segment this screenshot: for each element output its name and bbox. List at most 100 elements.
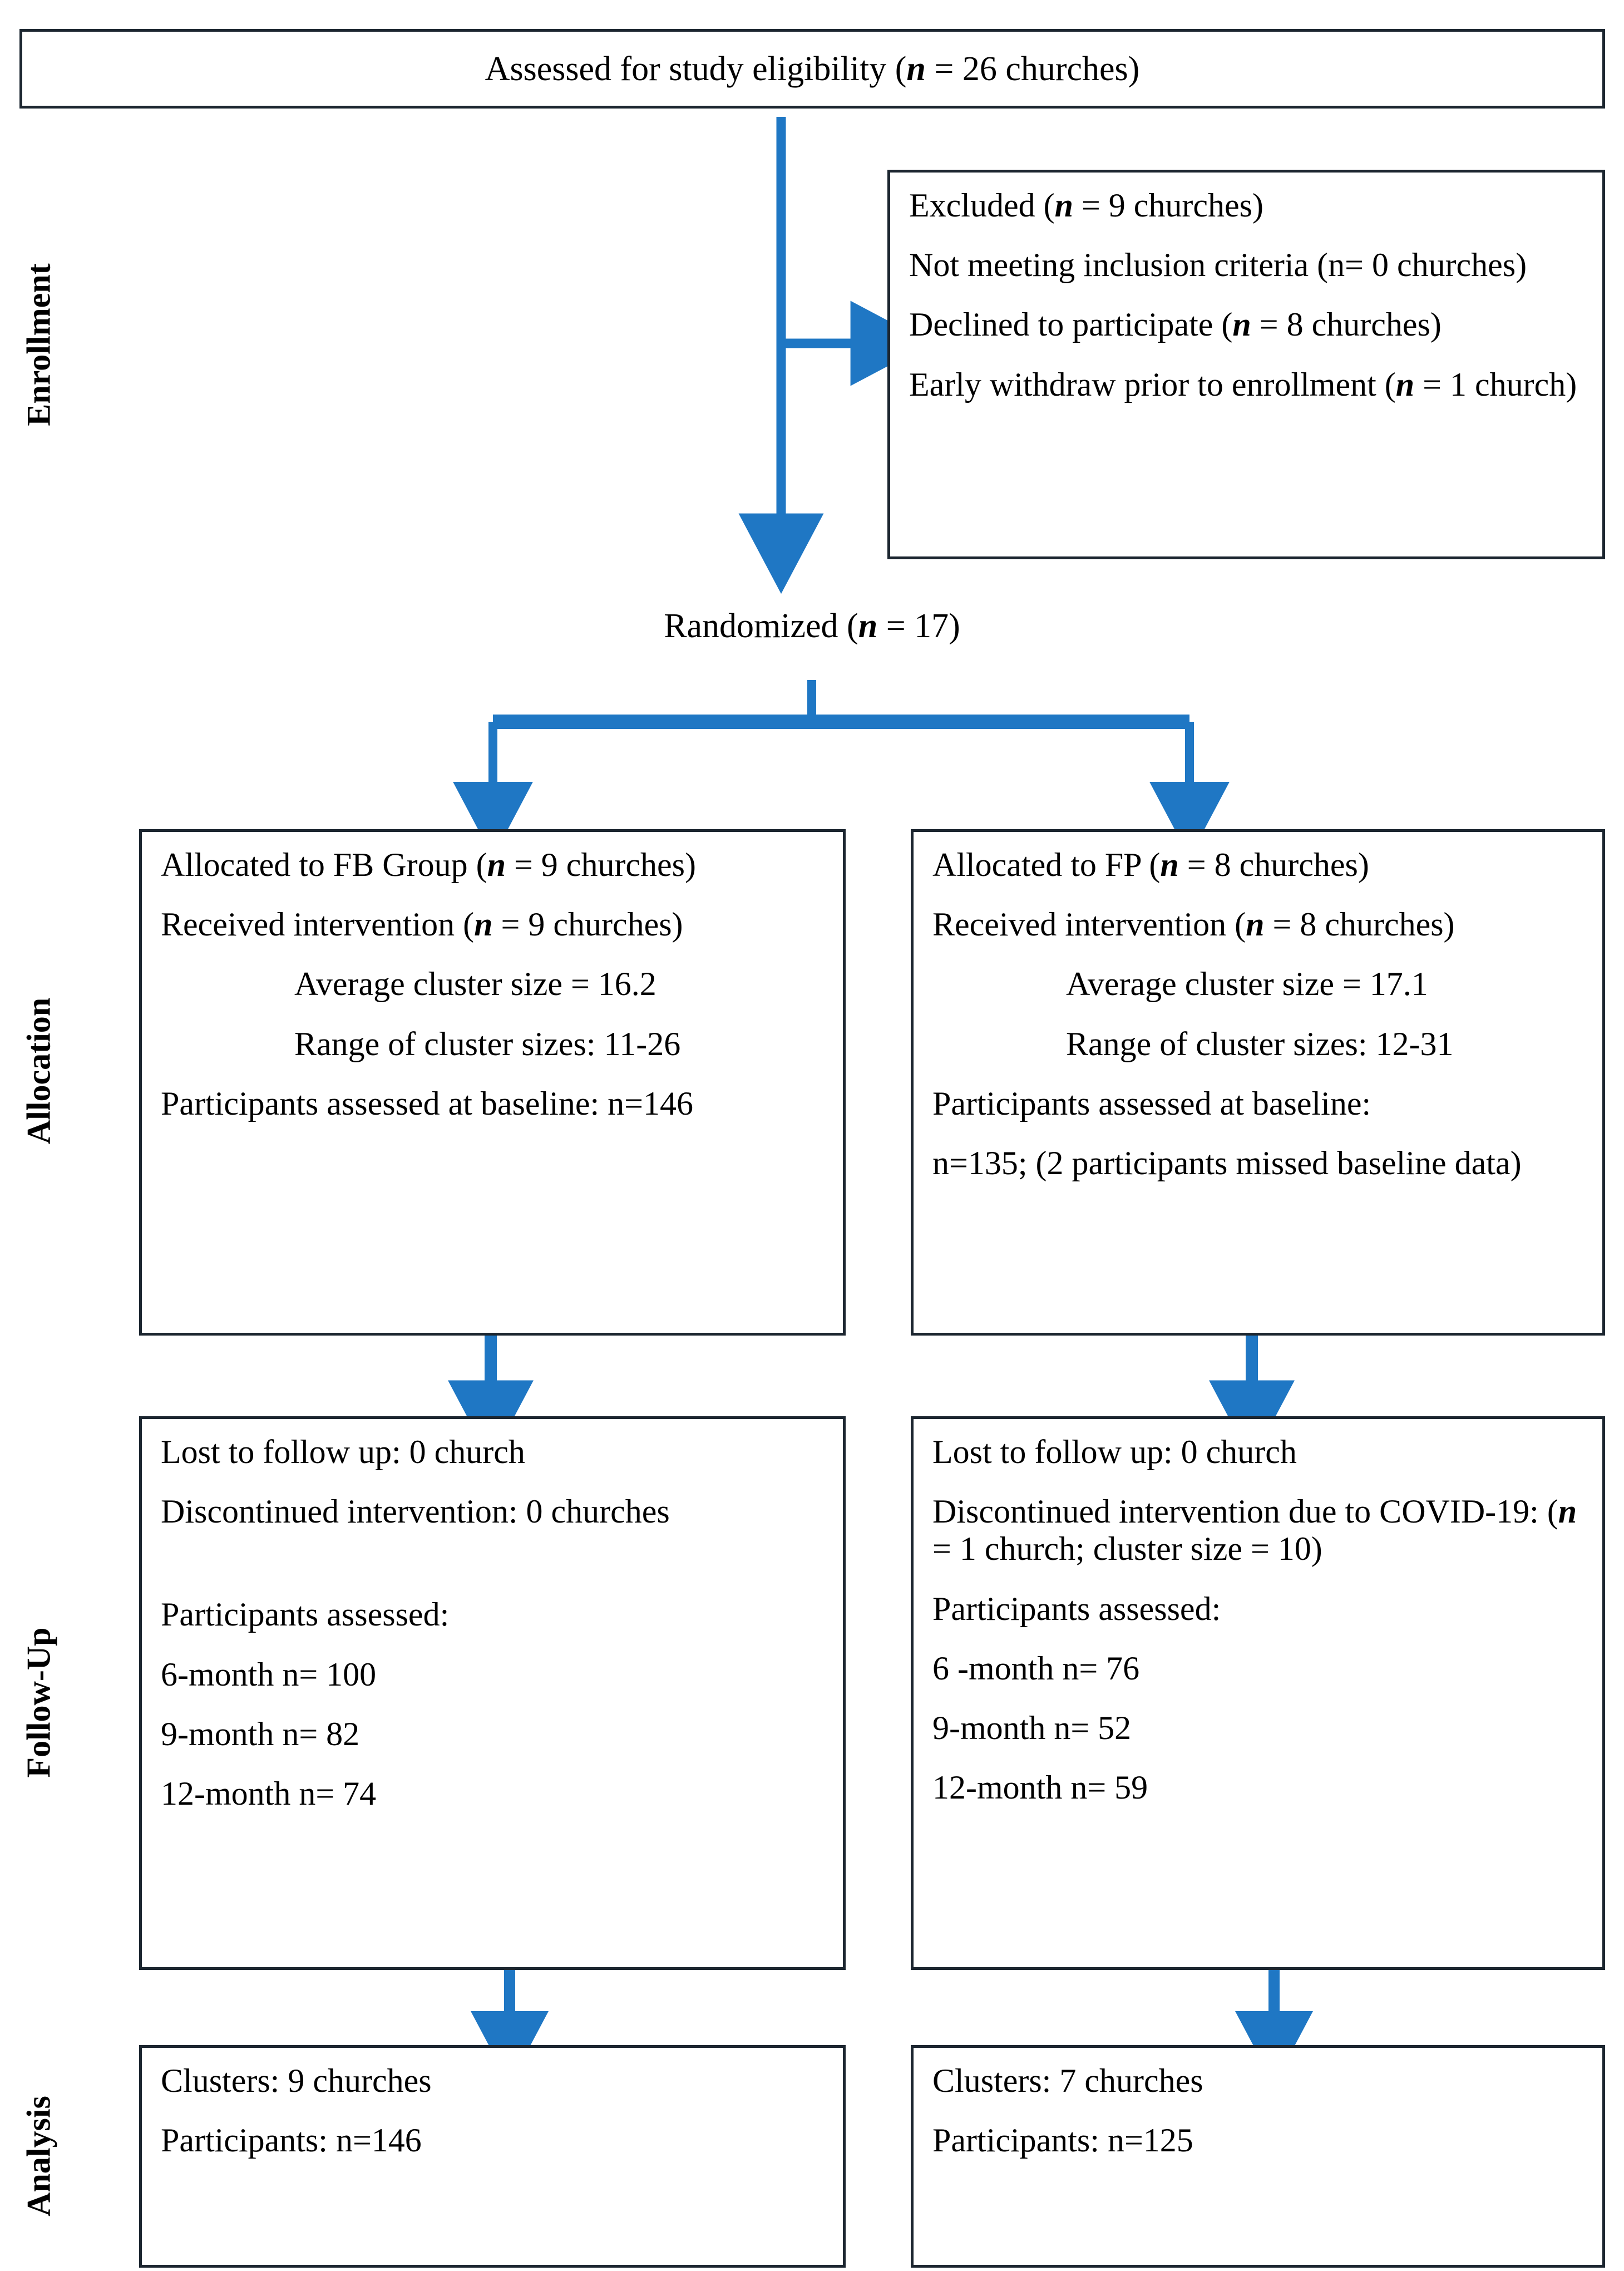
stage-label-followup: Follow-Up: [20, 1627, 57, 1778]
followup-left-line-3: 6-month n= 100: [161, 1656, 824, 1693]
assessed-eligibility-text: Assessed for study eligibility (n = 26 c…: [41, 46, 1583, 86]
randomized-label: Randomized (n = 17): [0, 607, 1624, 646]
excluded-line-2-text-b: = 8 churches): [1251, 306, 1442, 343]
followup-right-line-2-text-a: Participants assessed:: [932, 1590, 1221, 1627]
randomized-n: n: [858, 607, 878, 645]
excluded-line-0-text-b: = 9 churches): [1073, 187, 1263, 224]
excluded-line-3-text-b: = 1 church): [1414, 366, 1577, 403]
analysis-left-line-0: Clusters: 9 churches: [161, 2062, 824, 2100]
followup-right-line-5: 12-month n= 59: [932, 1769, 1583, 1806]
followup-right-line-0-text-a: Lost to follow up: 0 church: [932, 1433, 1297, 1470]
allocation-right-line-3-text-a: Range of cluster sizes: 12-31: [1066, 1025, 1454, 1062]
excluded-line-0-text-a: Excluded (: [909, 187, 1055, 224]
excluded-line-3: Early withdraw prior to enrollment (n = …: [909, 366, 1583, 403]
followup-right-line-1-text-b: = 1 church; cluster size = 10): [932, 1493, 1586, 1568]
followup-right-line-2: Participants assessed:: [932, 1590, 1583, 1628]
allocation-right-line-4-text-a: Participants assessed at baseline:: [932, 1085, 1371, 1122]
excluded-line-2-n: n: [1232, 306, 1251, 343]
allocation-right-line-2: Average cluster size = 17.1: [932, 965, 1583, 1003]
allocation-left-line-1-text-b: = 9 churches): [492, 906, 683, 943]
allocation-left-line-1-n: n: [474, 906, 493, 943]
followup-left-line-4-text-a: 9-month n= 82: [161, 1715, 360, 1752]
excluded-line-1-text-a: Not meeting inclusion criteria (n= 0 chu…: [909, 247, 1527, 284]
followup-right-line-3: 6 -month n= 76: [932, 1650, 1583, 1687]
assessed-eligibility-n: n: [906, 50, 926, 88]
allocation-right-line-0: Allocated to FP (n = 8 churches): [932, 846, 1583, 884]
analysis-left-line-0-text-a: Clusters: 9 churches: [161, 2062, 432, 2099]
randomized-text-a: Randomized (: [664, 607, 858, 645]
allocation-right-line-1-text-a: Received intervention (: [932, 906, 1246, 943]
followup-left-line-1-text-a: Discontinued intervention: 0 churches: [161, 1493, 670, 1530]
followup-left-line-3-text-a: 6-month n= 100: [161, 1656, 377, 1693]
excluded-line-2-text-a: Declined to participate (: [909, 306, 1233, 343]
followup-left-line-1: Discontinued intervention: 0 churches: [161, 1493, 824, 1530]
allocation-right-line-0-text-a: Allocated to FP (: [932, 846, 1161, 883]
followup-left-line-5-text-a: 12-month n= 74: [161, 1775, 377, 1812]
allocation-right-line-1: Received intervention (n = 8 churches): [932, 906, 1583, 943]
analysis-left-line-1: Participants: n=146: [161, 2122, 824, 2159]
assessed-eligibility-text-b: = 26 churches): [925, 50, 1140, 88]
allocation-left-line-1-text-a: Received intervention (: [161, 906, 475, 943]
followup-right-line-4-text-a: 9-month n= 52: [932, 1709, 1132, 1746]
allocation-right-line-4: Participants assessed at baseline:: [932, 1085, 1583, 1122]
followup-right-line-5-text-a: 12-month n= 59: [932, 1769, 1148, 1806]
allocation-right-line-0-n: n: [1160, 846, 1179, 883]
allocation-left-line-1: Received intervention (n = 9 churches): [161, 906, 824, 943]
allocation-left-line-2: Average cluster size = 16.2: [161, 965, 824, 1003]
excluded-line-0-n: n: [1054, 187, 1073, 224]
arrow-randomized-stem: [453, 680, 1230, 858]
analysis-right-line-0: Clusters: 7 churches: [932, 2062, 1583, 2100]
excluded-content: Excluded (n = 9 churches)Not meeting inc…: [890, 173, 1602, 415]
allocation-right-line-0-text-b: = 8 churches): [1178, 846, 1369, 883]
followup-left-line-5: 12-month n= 74: [161, 1775, 824, 1812]
analysis-right-line-1-text-a: Participants: n=125: [932, 2122, 1193, 2159]
allocation-left-line-0: Allocated to FB Group (n = 9 churches): [161, 846, 824, 884]
assessed-eligibility-box: Assessed for study eligibility (n = 26 c…: [19, 29, 1605, 109]
allocation-right-line-2-text-a: Average cluster size = 17.1: [1066, 965, 1428, 1003]
allocation-left-line-4: Participants assessed at baseline: n=146: [161, 1085, 824, 1122]
allocation-left-line-0-n: n: [487, 846, 506, 883]
allocation-right-line-5: n=135; (2 participants missed baseline d…: [932, 1145, 1583, 1182]
allocation-right-content: Allocated to FP (n = 8 churches)Received…: [914, 832, 1602, 1193]
analysis-right-line-0-text-a: Clusters: 7 churches: [932, 2062, 1203, 2099]
followup-right-line-3-text-a: 6 -month n= 76: [932, 1649, 1140, 1687]
allocation-left-line-4-text-a: Participants assessed at baseline: n=146: [161, 1085, 693, 1122]
assessed-eligibility-content: Assessed for study eligibility (n = 26 c…: [22, 32, 1602, 97]
allocation-left-box: Allocated to FB Group (n = 9 churches) Re…: [139, 829, 846, 1336]
followup-left-line-0: Lost to follow up: 0 church: [161, 1433, 824, 1471]
excluded-line-0: Excluded (n = 9 churches): [909, 187, 1583, 224]
followup-right-line-1-n: n: [1558, 1493, 1577, 1530]
excluded-line-2: Declined to participate (n = 8 churches): [909, 306, 1583, 343]
followup-left-line-0-text-a: Lost to follow up: 0 church: [161, 1433, 525, 1470]
allocation-right-line-1-text-b: = 8 churches): [1264, 906, 1455, 943]
followup-left-line-2-text-a: Participants assessed:: [161, 1596, 450, 1633]
allocation-left-line-2-text-a: Average cluster size = 16.2: [294, 965, 656, 1003]
excluded-line-3-n: n: [1395, 366, 1415, 403]
allocation-right-line-1-n: n: [1246, 906, 1265, 943]
followup-right-line-1-text-a: Discontinued intervention due to COVID-1…: [932, 1493, 1558, 1530]
allocation-right-line-3: Range of cluster sizes: 12-31: [932, 1026, 1583, 1063]
allocation-right-box: Allocated to FP (n = 8 churches)Received…: [911, 829, 1605, 1336]
followup-right-line-0: Lost to follow up: 0 church: [932, 1433, 1583, 1471]
assessed-eligibility-text-a: Assessed for study eligibility (: [485, 50, 907, 88]
allocation-right-line-5-text-a: n=135; (2 participants missed baseline d…: [932, 1144, 1522, 1181]
followup-right-line-1: Discontinued intervention due to COVID-1…: [932, 1493, 1583, 1568]
allocation-left-line-0-text-b: = 9 churches): [505, 846, 697, 883]
stage-label-analysis: Analysis: [20, 2096, 57, 2216]
followup-left-line-4: 9-month n= 82: [161, 1716, 824, 1753]
followup-left-line-2: Participants assessed:: [161, 1596, 824, 1633]
allocation-left-content: Allocated to FB Group (n = 9 churches) Re…: [142, 832, 843, 1134]
analysis-right-line-1: Participants: n=125: [932, 2122, 1583, 2159]
randomized-text-b: = 17): [877, 607, 960, 645]
stage-label-allocation: Allocation: [20, 997, 57, 1145]
followup-right-line-4: 9-month n= 52: [932, 1710, 1583, 1747]
stage-label-enrollment: Enrollment: [20, 263, 57, 426]
